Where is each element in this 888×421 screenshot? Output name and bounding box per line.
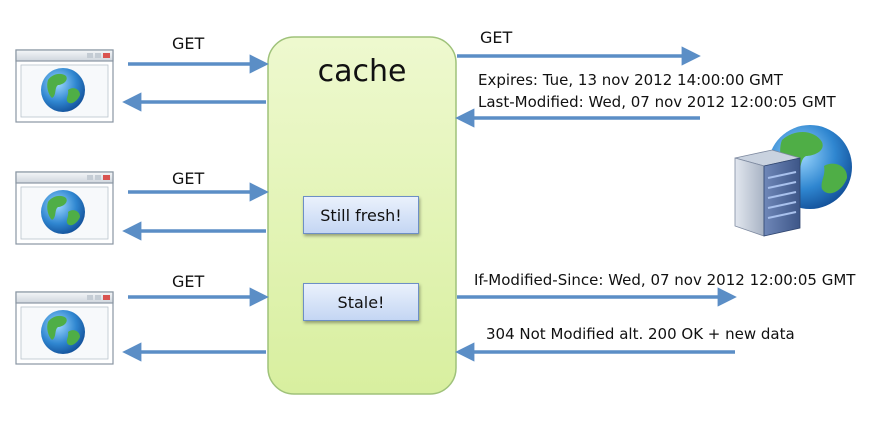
cache-title: cache (317, 54, 407, 89)
last-modified-header-label: Last-Modified: Wed, 07 nov 2012 12:00:05… (478, 93, 836, 111)
status-stale: Stale! (303, 283, 419, 321)
client-browser-2 (15, 171, 114, 245)
globe-icon (41, 68, 85, 112)
globe-icon (41, 190, 85, 234)
globe-icon (41, 310, 85, 354)
if-modified-since-label: If-Modified-Since: Wed, 07 nov 2012 12:0… (474, 271, 856, 289)
server-get-label: GET (480, 28, 513, 47)
expires-header-label: Expires: Tue, 13 nov 2012 14:00:00 GMT (478, 71, 783, 89)
not-modified-response-label: 304 Not Modified alt. 200 OK + new data (486, 325, 795, 343)
client1-get-label: GET (172, 34, 205, 53)
status-still-fresh: Still fresh! (303, 196, 419, 234)
client-browser-3 (15, 291, 114, 365)
client-browser-1 (15, 49, 114, 123)
client3-get-label: GET (172, 272, 205, 291)
server-icon (734, 125, 852, 237)
client2-get-label: GET (172, 169, 205, 188)
